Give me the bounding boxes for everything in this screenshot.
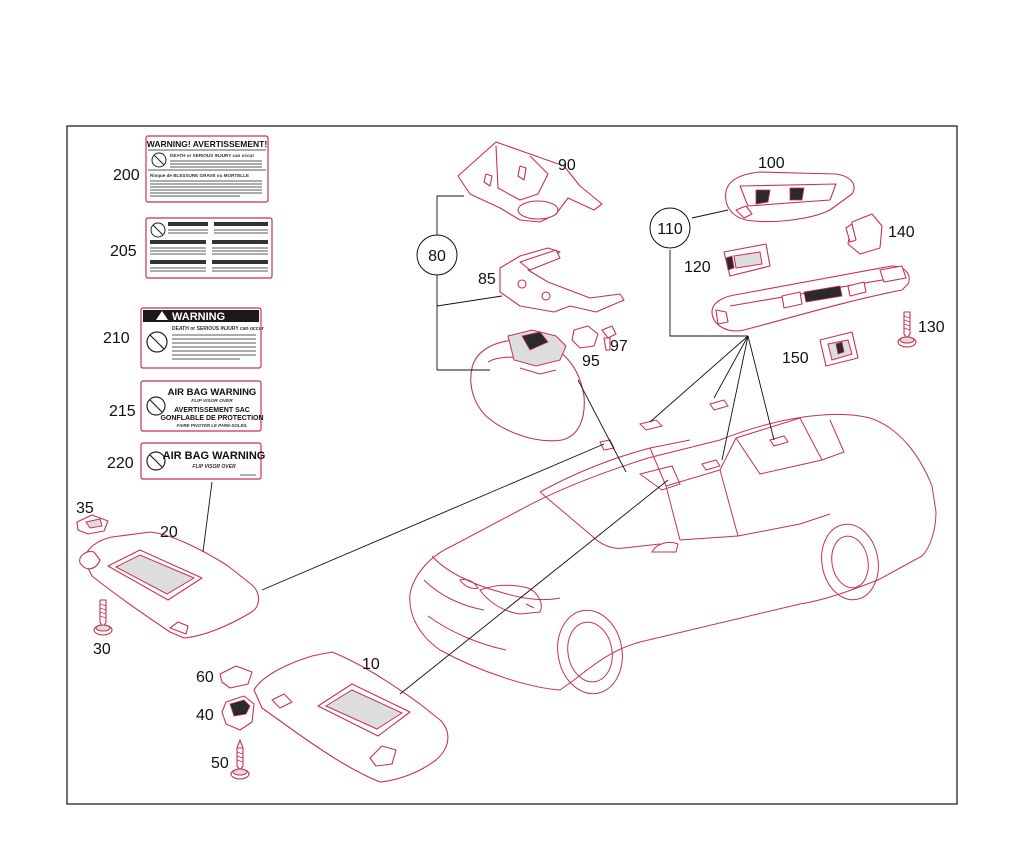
label-210-line1: DEATH or SERIOUS INJURY can occur — [172, 326, 264, 332]
callout-220[interactable]: 220 — [107, 455, 134, 472]
label-215-line3: AVERTISSEMENT SAC — [174, 407, 250, 414]
label-215-line1: AIR BAG WARNING — [168, 387, 257, 398]
callout-40[interactable]: 40 — [196, 707, 214, 724]
bracket-40[interactable] — [221, 695, 255, 731]
label-215-line4: GONFLABLE DE PROTECTION — [160, 415, 263, 422]
callout-95[interactable]: 95 — [582, 353, 600, 370]
callout-150[interactable]: 150 — [782, 350, 809, 367]
callout-circle-80 — [416, 234, 458, 276]
callout-205[interactable]: 205 — [110, 243, 137, 260]
label-215-line2: FLIP VISOR OVER — [191, 398, 233, 404]
label-205[interactable] — [145, 217, 273, 279]
clip-35[interactable] — [76, 514, 109, 535]
label-220-line2: FLIP VISOR OVER — [192, 464, 236, 470]
switch-cover-120[interactable] — [723, 243, 771, 277]
label-215[interactable]: AIR BAG WARNING FLIP VISOR OVER AVERTISS… — [140, 380, 264, 432]
label-200[interactable]: WARNING! AVERTISSEMENT! DEATH or SERIOUS… — [145, 135, 269, 203]
callout-97[interactable]: 97 — [610, 338, 628, 355]
callout-110[interactable]: 110 — [657, 221, 683, 238]
callout-200[interactable]: 200 — [113, 167, 140, 184]
screw-50[interactable] — [230, 739, 250, 780]
leader-lines — [202, 195, 775, 695]
callout-80[interactable]: 80 — [428, 248, 446, 265]
callout-100[interactable]: 100 — [758, 155, 785, 172]
overhead-console-110[interactable] — [711, 265, 910, 332]
clip-97[interactable] — [601, 325, 617, 351]
sun-visor-20[interactable] — [79, 531, 260, 639]
callout-90[interactable]: 90 — [558, 157, 576, 174]
label-200-title: WARNING! AVERTISSEMENT! — [147, 139, 268, 149]
screw-130[interactable] — [897, 311, 917, 348]
label-220-line1: AIR BAG WARNING — [163, 450, 266, 462]
callout-50[interactable]: 50 — [211, 755, 229, 772]
screw-30[interactable] — [93, 599, 113, 636]
diagram-frame — [66, 125, 958, 805]
callout-60[interactable]: 60 — [196, 669, 214, 686]
label-215-line5: FAIRE PIVOTER LE PARE-SOLEIL — [177, 423, 248, 428]
overhead-light-100[interactable] — [725, 171, 855, 223]
callout-10[interactable]: 10 — [362, 656, 380, 673]
switch-150[interactable] — [819, 331, 859, 367]
mirror-bracket-85[interactable] — [499, 247, 625, 313]
label-210[interactable]: WARNING DEATH or SERIOUS INJURY can occu… — [140, 307, 264, 369]
callout-210[interactable]: 210 — [103, 330, 130, 347]
vehicle-outline — [409, 399, 937, 695]
label-200-line1: DEATH or SERIOUS INJURY can occur — [170, 153, 254, 158]
clip-140[interactable] — [845, 213, 883, 255]
clip-60[interactable] — [219, 665, 253, 689]
callout-140[interactable]: 140 — [888, 224, 915, 241]
callout-20[interactable]: 20 — [160, 524, 178, 541]
callout-circle-110 — [649, 207, 691, 249]
callout-35[interactable]: 35 — [76, 500, 94, 517]
callout-30[interactable]: 30 — [93, 641, 111, 658]
mirror-cover-90[interactable] — [457, 141, 603, 223]
rear-view-mirror-80[interactable] — [470, 329, 585, 442]
cover-95[interactable] — [571, 325, 599, 349]
sun-visor-10[interactable] — [253, 651, 449, 783]
callout-120[interactable]: 120 — [684, 259, 711, 276]
callout-85[interactable]: 85 — [478, 271, 496, 288]
callout-130[interactable]: 130 — [918, 319, 945, 336]
label-200-line2: Risque de BLESSURE GRAVE ou MORTELLE — [150, 173, 249, 178]
label-210-title: WARNING — [172, 311, 225, 323]
callout-215[interactable]: 215 — [109, 403, 136, 420]
label-220[interactable]: AIR BAG WARNING FLIP VISOR OVER — [140, 442, 266, 480]
